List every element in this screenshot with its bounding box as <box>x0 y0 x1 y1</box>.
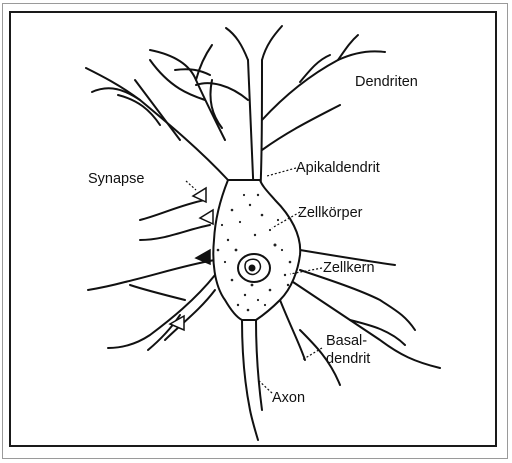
label-zellkoerper: Zellkörper <box>298 205 363 221</box>
label-zellkern: Zellkern <box>323 260 375 276</box>
label-basaldendrit-line2: dendrit <box>326 351 370 367</box>
label-synapse: Synapse <box>88 171 144 187</box>
cell-body <box>213 180 300 320</box>
label-dendriten: Dendriten <box>355 74 418 90</box>
label-apikaldendrit: Apikaldendrit <box>296 160 380 176</box>
label-axon: Axon <box>272 390 305 406</box>
nucleus <box>238 254 270 282</box>
label-basaldendrit-line1: Basal- <box>326 333 367 349</box>
synapses <box>170 188 213 330</box>
